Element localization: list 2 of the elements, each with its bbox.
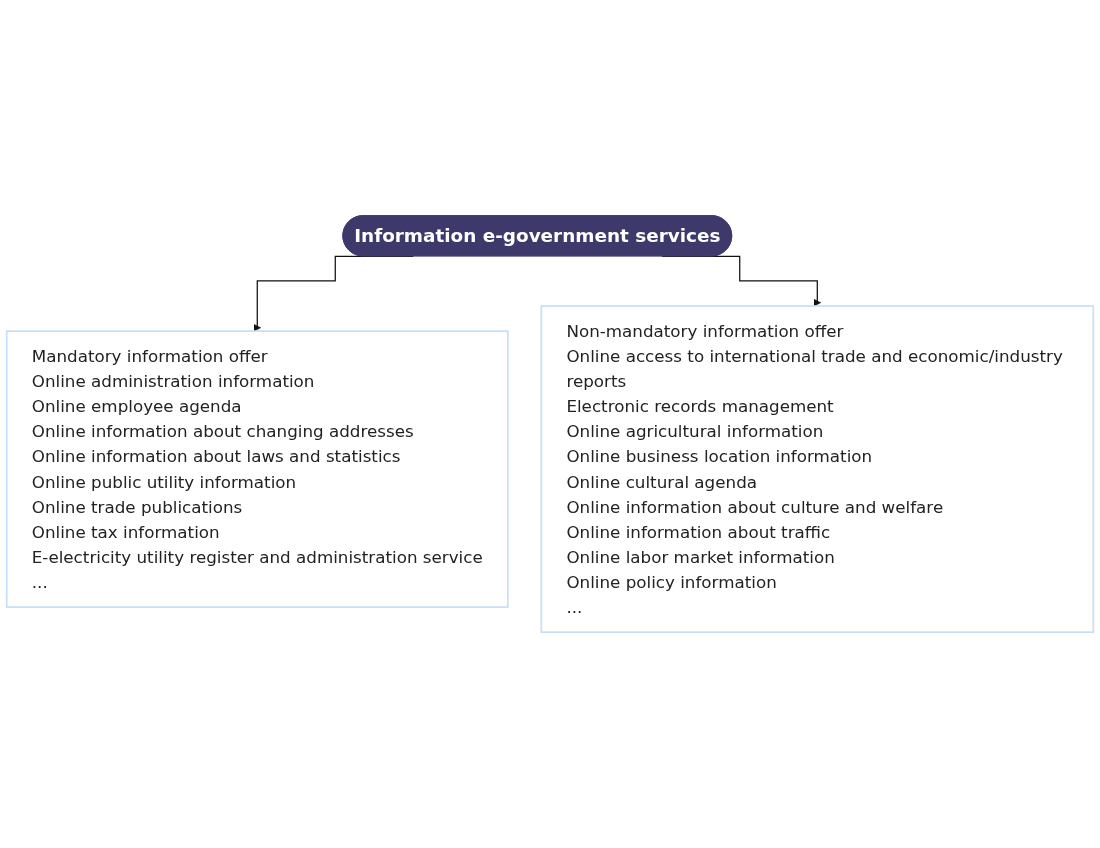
node-box: Non-mandatory information offer Online access to international trade and economic/industry reports Electronic records management Online agricultural information Online business location information Online cultural agenda Online information about culture and welfare Online information about traffic Online labor market information Online policy information ... [540, 305, 1095, 634]
node-box: Mandatory information offer Online administration information Online employee agenda Online information about changing addresses Online information about laws and statistics Online public utility information Online trade publications Online tax information E-electricity utility register and administration service ... [5, 330, 509, 608]
